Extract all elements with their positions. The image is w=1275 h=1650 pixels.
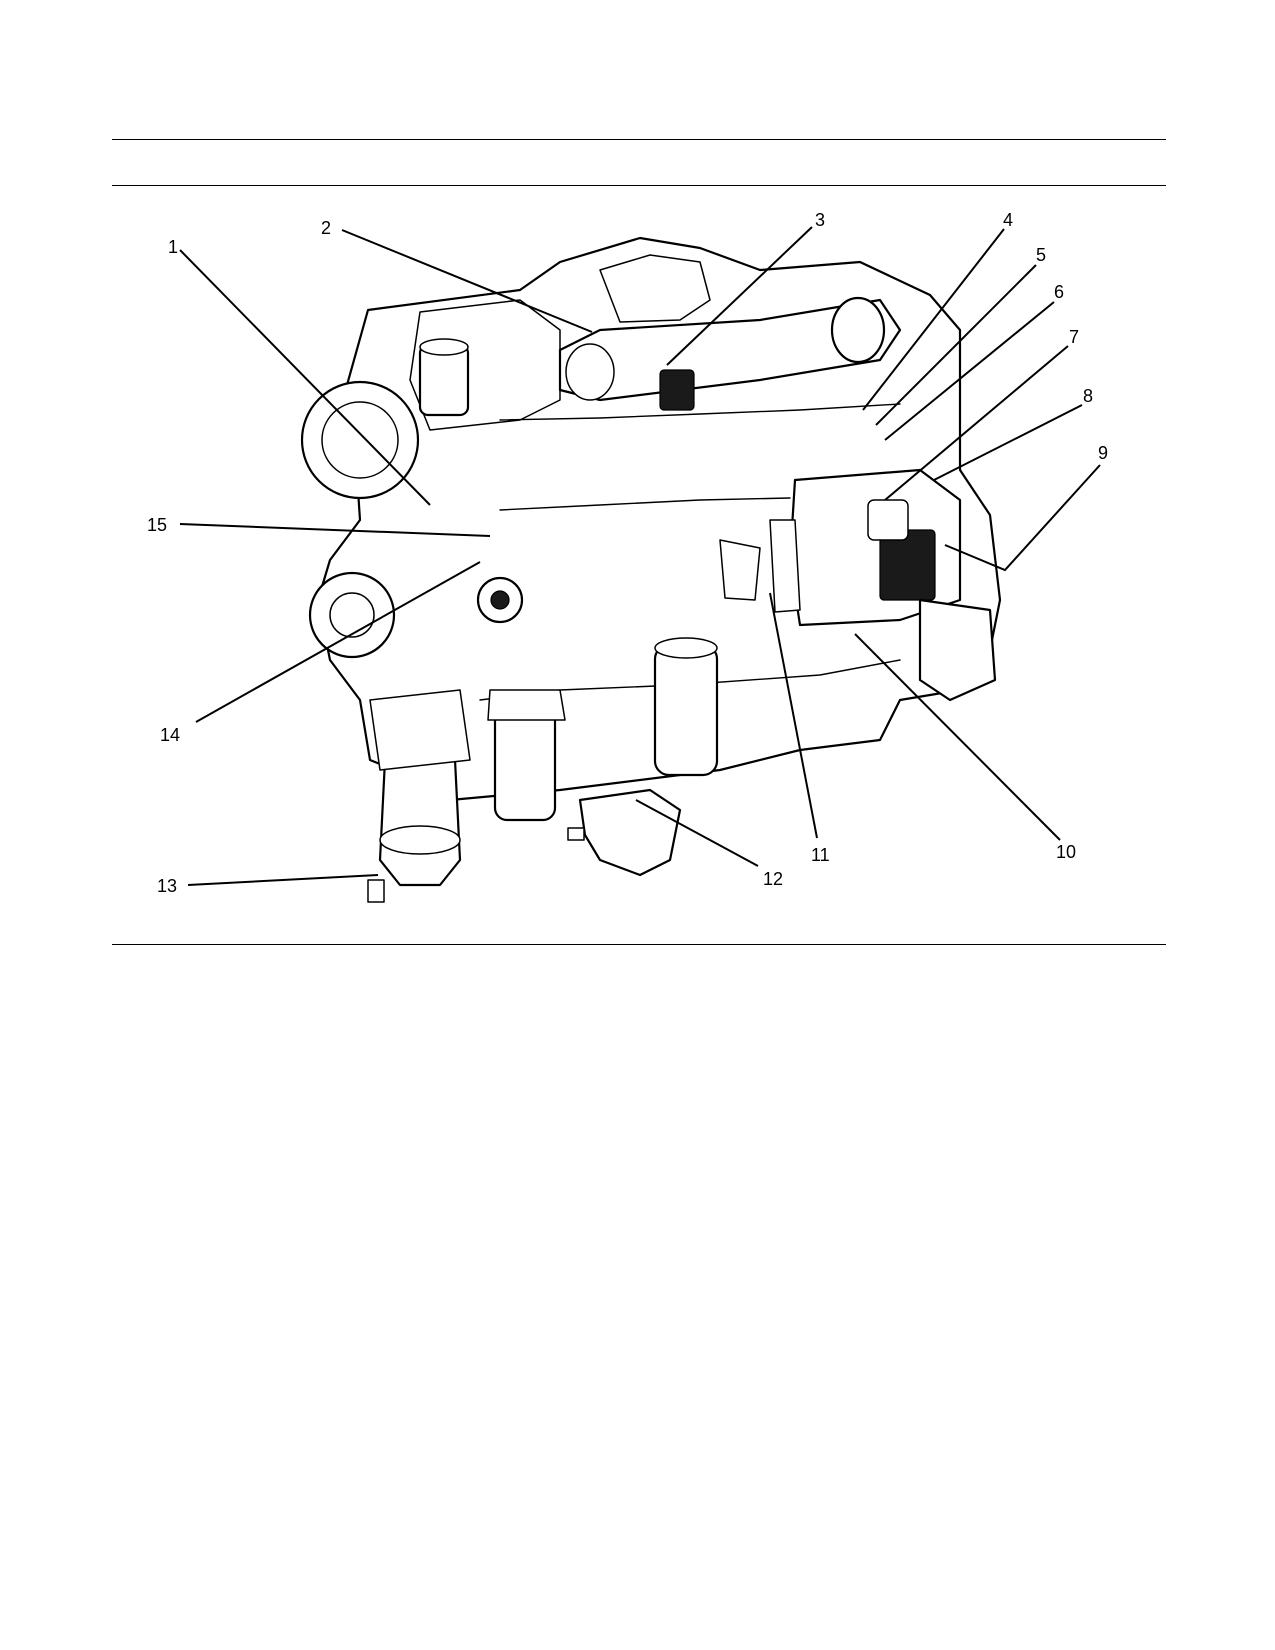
callout-9: 9 [1098, 443, 1108, 463]
crankshaft-damper-hub [329, 592, 375, 638]
callout-6: 6 [1054, 282, 1064, 302]
leader-3 [666, 226, 813, 366]
leader-2 [341, 229, 593, 333]
intake-clamp [830, 296, 886, 364]
callout-8: 8 [1083, 386, 1093, 406]
callout-14: 14 [160, 725, 180, 745]
header-rule-bottom [112, 185, 1166, 186]
oil-filter-top [654, 637, 718, 659]
fuel-pump-center [490, 590, 510, 610]
header-rule-top [112, 139, 1166, 140]
leader-7 [884, 345, 1069, 501]
leader-15 [179, 523, 491, 537]
leader-8 [933, 404, 1083, 481]
leader-4 [862, 228, 1005, 411]
callout-7: 7 [1069, 327, 1079, 347]
leader-5 [875, 264, 1037, 426]
oil-filter [653, 643, 719, 777]
figure-rule-bottom [112, 944, 1166, 945]
leader-lines [179, 226, 1101, 886]
priming-pump-port [567, 827, 585, 841]
engine-illustration [300, 236, 1002, 903]
fuel-filter-head [487, 689, 566, 721]
flywheel-housing [918, 598, 997, 702]
throttle-body [565, 343, 615, 401]
leader-10 [854, 633, 1061, 841]
callout-13: 13 [157, 876, 177, 896]
sensor-connector [659, 369, 695, 411]
leader-14 [195, 561, 481, 723]
priming-pump [578, 788, 682, 877]
sensor-pipe [769, 519, 801, 613]
water-separator [378, 758, 462, 887]
leader-1 [179, 249, 431, 506]
callout-1: 1 [168, 237, 178, 257]
fuel-line [499, 497, 791, 511]
bracket [719, 539, 761, 601]
front-pulley-hub [321, 401, 399, 479]
callout-10: 10 [1056, 842, 1076, 862]
callout-12: 12 [763, 869, 783, 889]
water-separator-bowl-ring [379, 825, 461, 855]
callout-15: 15 [147, 515, 167, 535]
leader-12 [635, 799, 759, 867]
oil-filler-cap-top [419, 338, 469, 356]
leader-11 [769, 592, 818, 839]
callout-4: 4 [1003, 210, 1013, 230]
callout-5: 5 [1036, 245, 1046, 265]
callout-labels: 1 2 3 4 5 6 7 8 9 10 11 12 13 14 15 [147, 210, 1108, 896]
callout-11: 11 [811, 845, 830, 865]
callout-3: 3 [815, 210, 825, 230]
water-in-fuel-sensor [367, 879, 385, 903]
fuel-rail [499, 403, 901, 421]
leader-13 [187, 874, 379, 886]
filter-base [369, 689, 471, 771]
leader-9 [944, 464, 1101, 572]
callout-2: 2 [321, 218, 331, 238]
ecm-harness-plug [867, 499, 909, 541]
top-housing [599, 254, 711, 323]
leader-6 [884, 301, 1055, 441]
